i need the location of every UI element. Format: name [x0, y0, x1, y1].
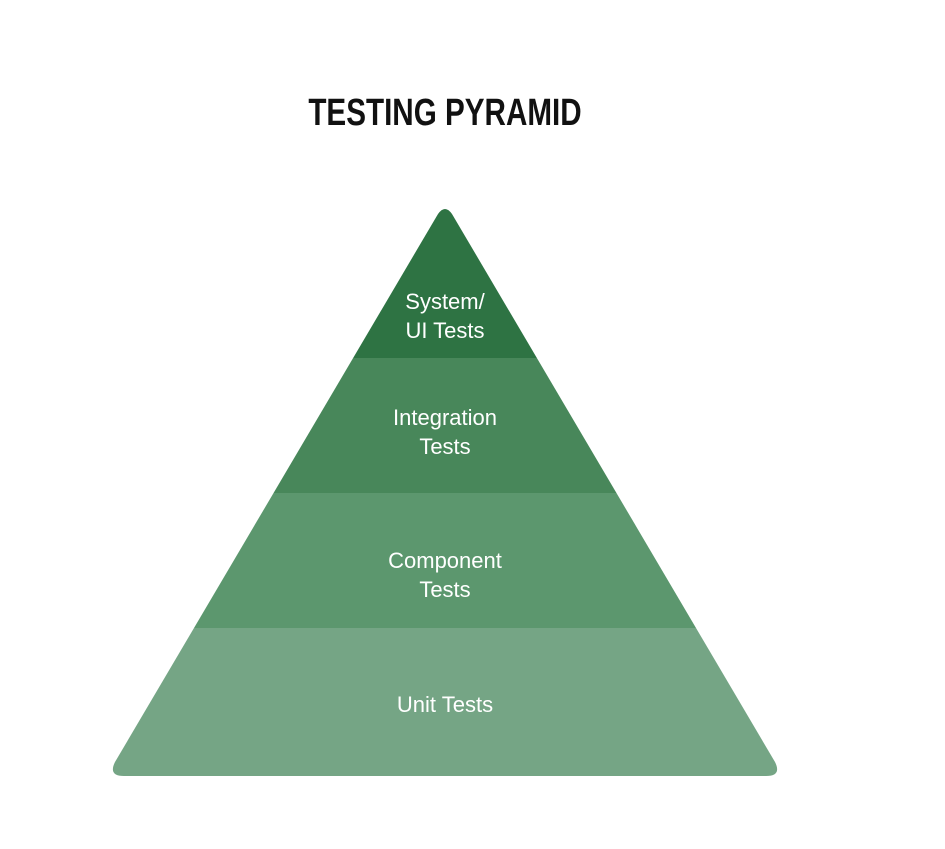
label-line: Component	[388, 548, 502, 573]
label-line: System/	[405, 289, 485, 314]
label-line: UI Tests	[405, 318, 485, 343]
label-line: Tests	[419, 577, 471, 602]
label-line: Unit Tests	[396, 692, 494, 717]
label-line: Tests	[419, 434, 471, 459]
label-integration: Integration Tests	[245, 403, 645, 461]
label-line: Integration	[393, 405, 497, 430]
label-system-ui: System/ UI Tests	[245, 287, 645, 345]
diagram-title: TESTING PYRAMID	[308, 92, 582, 134]
layer-unit	[112, 628, 778, 776]
label-unit: Unit Tests	[245, 690, 645, 719]
label-component: Component Tests	[245, 546, 645, 604]
